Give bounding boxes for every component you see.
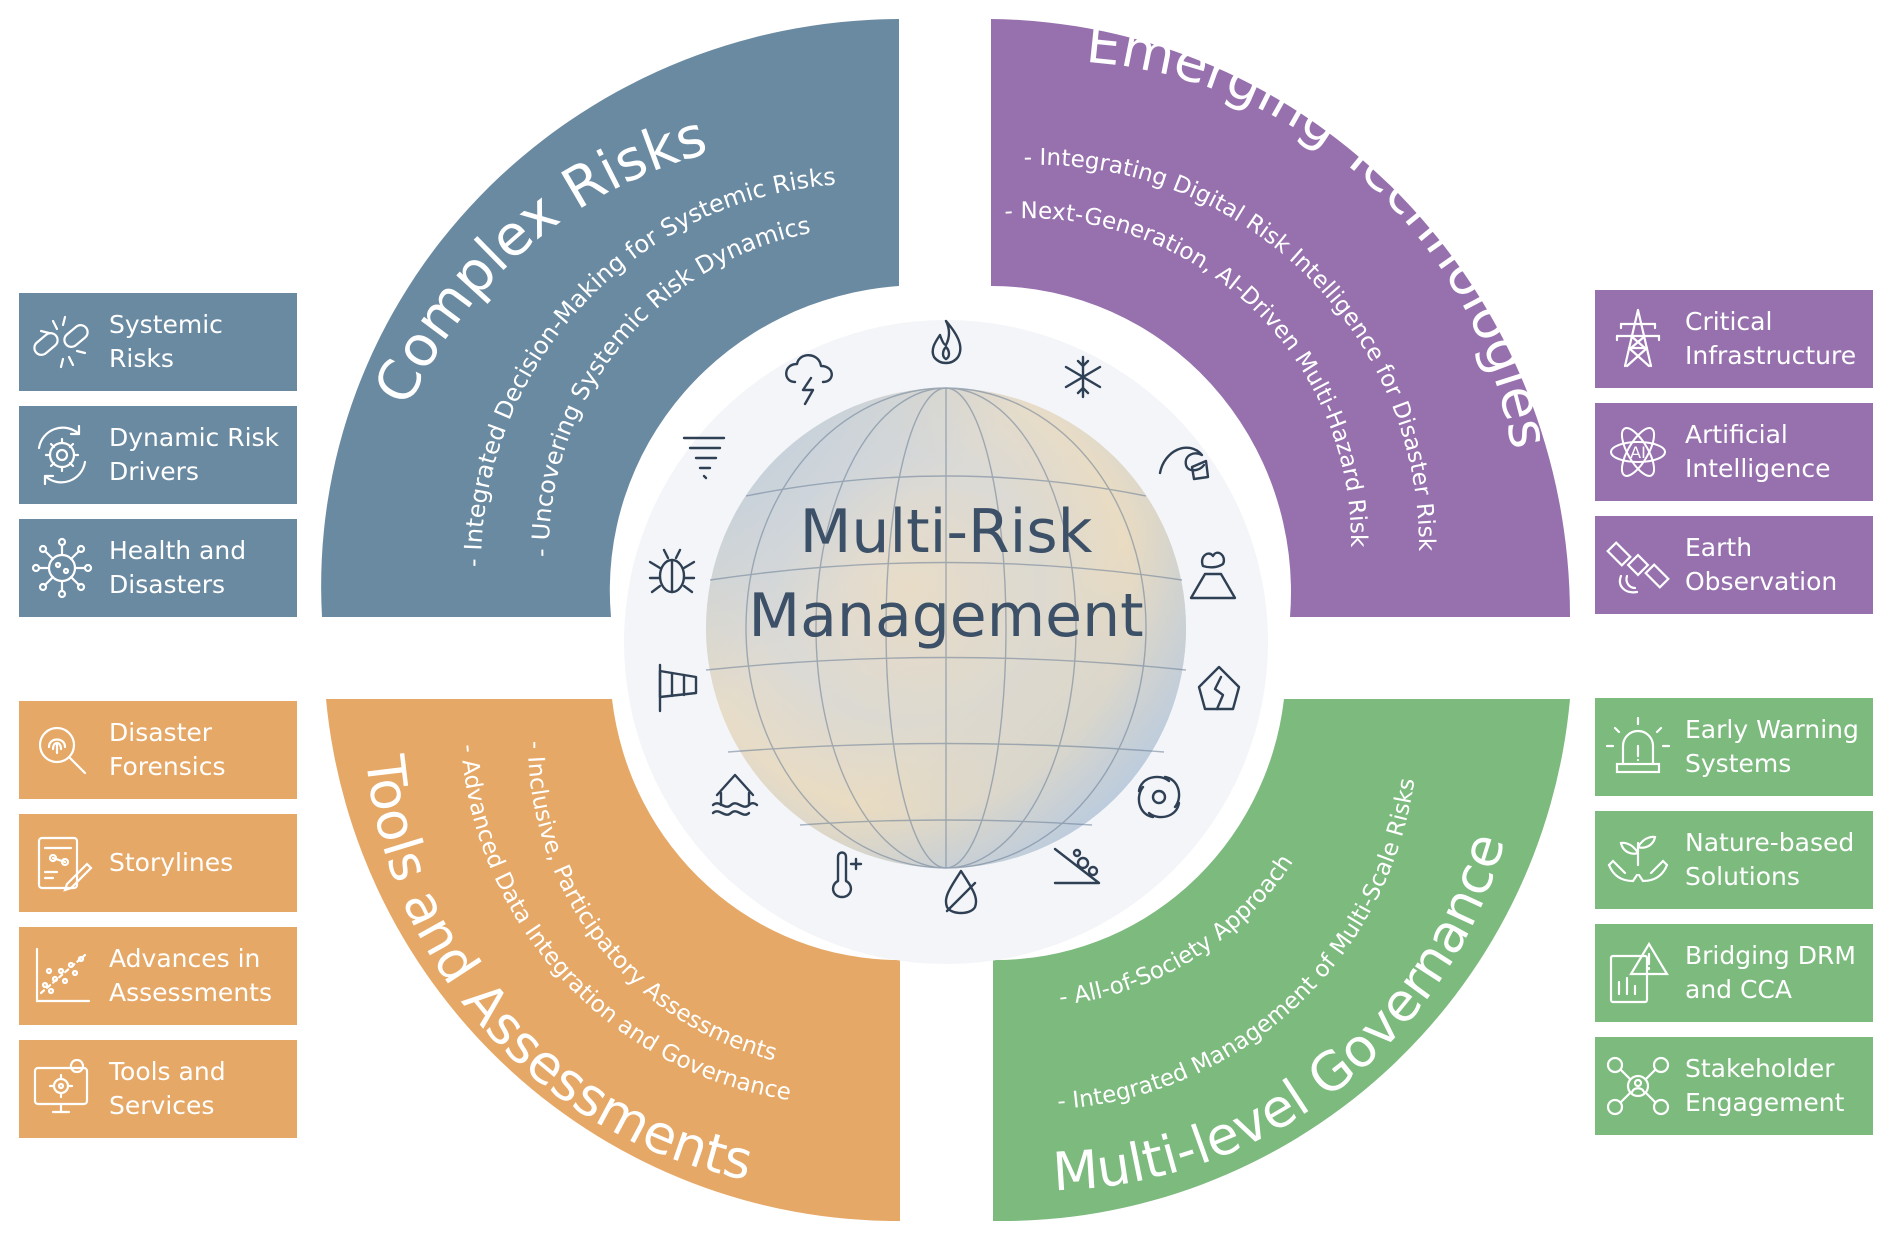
box-storylines-label: Storylines (109, 848, 234, 877)
quadrant-complex-risks (321, 19, 899, 617)
monitor-gear-icon (27, 1054, 97, 1124)
tornado-icon (682, 436, 726, 480)
storm-icon (785, 354, 833, 406)
box-dynamic-risk-drivers-label: Dynamic Risk Drivers (109, 423, 280, 486)
box-disaster-forensics-label: Disaster Forensics (109, 718, 226, 781)
center-title-line2: Management (748, 581, 1143, 651)
box-artificial-intelligence: AI Artificial Intelligence (1595, 403, 1873, 501)
box-early-warning: Early Warning Systems (1595, 698, 1873, 796)
box-advances-assessments: Advances in Assessments (19, 927, 297, 1025)
box-bridging-drm-cca: Bridging DRM and CCA (1595, 924, 1873, 1022)
network-people-icon (1603, 1051, 1673, 1121)
box-systemic-risks: Systemic Risks (19, 293, 297, 391)
box-tools-services-label: Tools and Services (109, 1057, 226, 1120)
quadrant-tools-assessments (326, 699, 900, 1222)
box-critical-infrastructure-label: Critical Infrastructure (1685, 307, 1857, 370)
plant-hands-icon (1603, 825, 1673, 895)
alarm-beacon-icon (1603, 712, 1673, 782)
satellite-icon (1603, 530, 1673, 600)
box-early-warning-label: Early Warning Systems (1685, 715, 1859, 778)
box-systemic-risks-label: Systemic Risks (109, 310, 223, 373)
center-title-line1: Multi-Risk (800, 497, 1093, 567)
box-advances-assessments-label: Advances in Assessments (109, 944, 272, 1007)
box-stakeholder-engagement: Stakeholder Engagement (1595, 1037, 1873, 1135)
quadrant-multilevel-governance (993, 699, 1570, 1222)
box-bridging-drm-cca-label: Bridging DRM and CCA (1685, 941, 1856, 1004)
volcano-icon (1189, 551, 1237, 600)
svg-text:AI: AI (1630, 443, 1646, 462)
box-health-disasters-label: Health and Disasters (109, 536, 247, 599)
storyboard-icon (27, 828, 97, 898)
landslide-icon (1053, 847, 1101, 885)
virus-icon (27, 533, 97, 603)
windsock-icon (658, 663, 698, 713)
drought-icon (944, 869, 978, 915)
pest-icon (648, 548, 696, 594)
box-health-disasters: Health and Disasters (19, 519, 297, 617)
box-nature-based: Nature-based Solutions (1595, 811, 1873, 909)
tsunami-icon (1158, 446, 1210, 481)
box-critical-infrastructure: Critical Infrastructure (1595, 290, 1873, 388)
warning-document-icon (1603, 938, 1673, 1008)
box-storylines: Storylines (19, 814, 297, 912)
box-artificial-intelligence-label: Artificial Intelligence (1685, 420, 1831, 483)
snowflake-icon (1064, 355, 1102, 399)
box-earth-observation-label: Earth Observation (1685, 533, 1838, 596)
box-nature-based-label: Nature-based Solutions (1685, 828, 1855, 891)
scatter-plot-icon (27, 941, 97, 1011)
broken-chain-icon (27, 307, 97, 377)
box-earth-observation: Earth Observation (1595, 516, 1873, 614)
earthquake-house-icon (1197, 665, 1241, 711)
ai-atom-icon: AI (1603, 417, 1673, 487)
wildfire-icon (931, 319, 962, 365)
gear-cycle-icon (27, 420, 97, 490)
globe-grid (705, 387, 1187, 869)
box-stakeholder-engagement-label: Stakeholder Engagement (1685, 1054, 1845, 1117)
magnifier-fingerprint-icon (27, 715, 97, 785)
power-tower-icon (1603, 304, 1673, 374)
box-dynamic-risk-drivers: Dynamic Risk Drivers (19, 406, 297, 504)
quadrant-emerging-technologies (991, 19, 1571, 617)
cyclone-icon (1137, 775, 1181, 819)
heatwave-icon (831, 851, 863, 899)
box-tools-services: Tools and Services (19, 1040, 297, 1138)
flood-house-icon (711, 773, 759, 816)
box-disaster-forensics: Disaster Forensics (19, 701, 297, 799)
